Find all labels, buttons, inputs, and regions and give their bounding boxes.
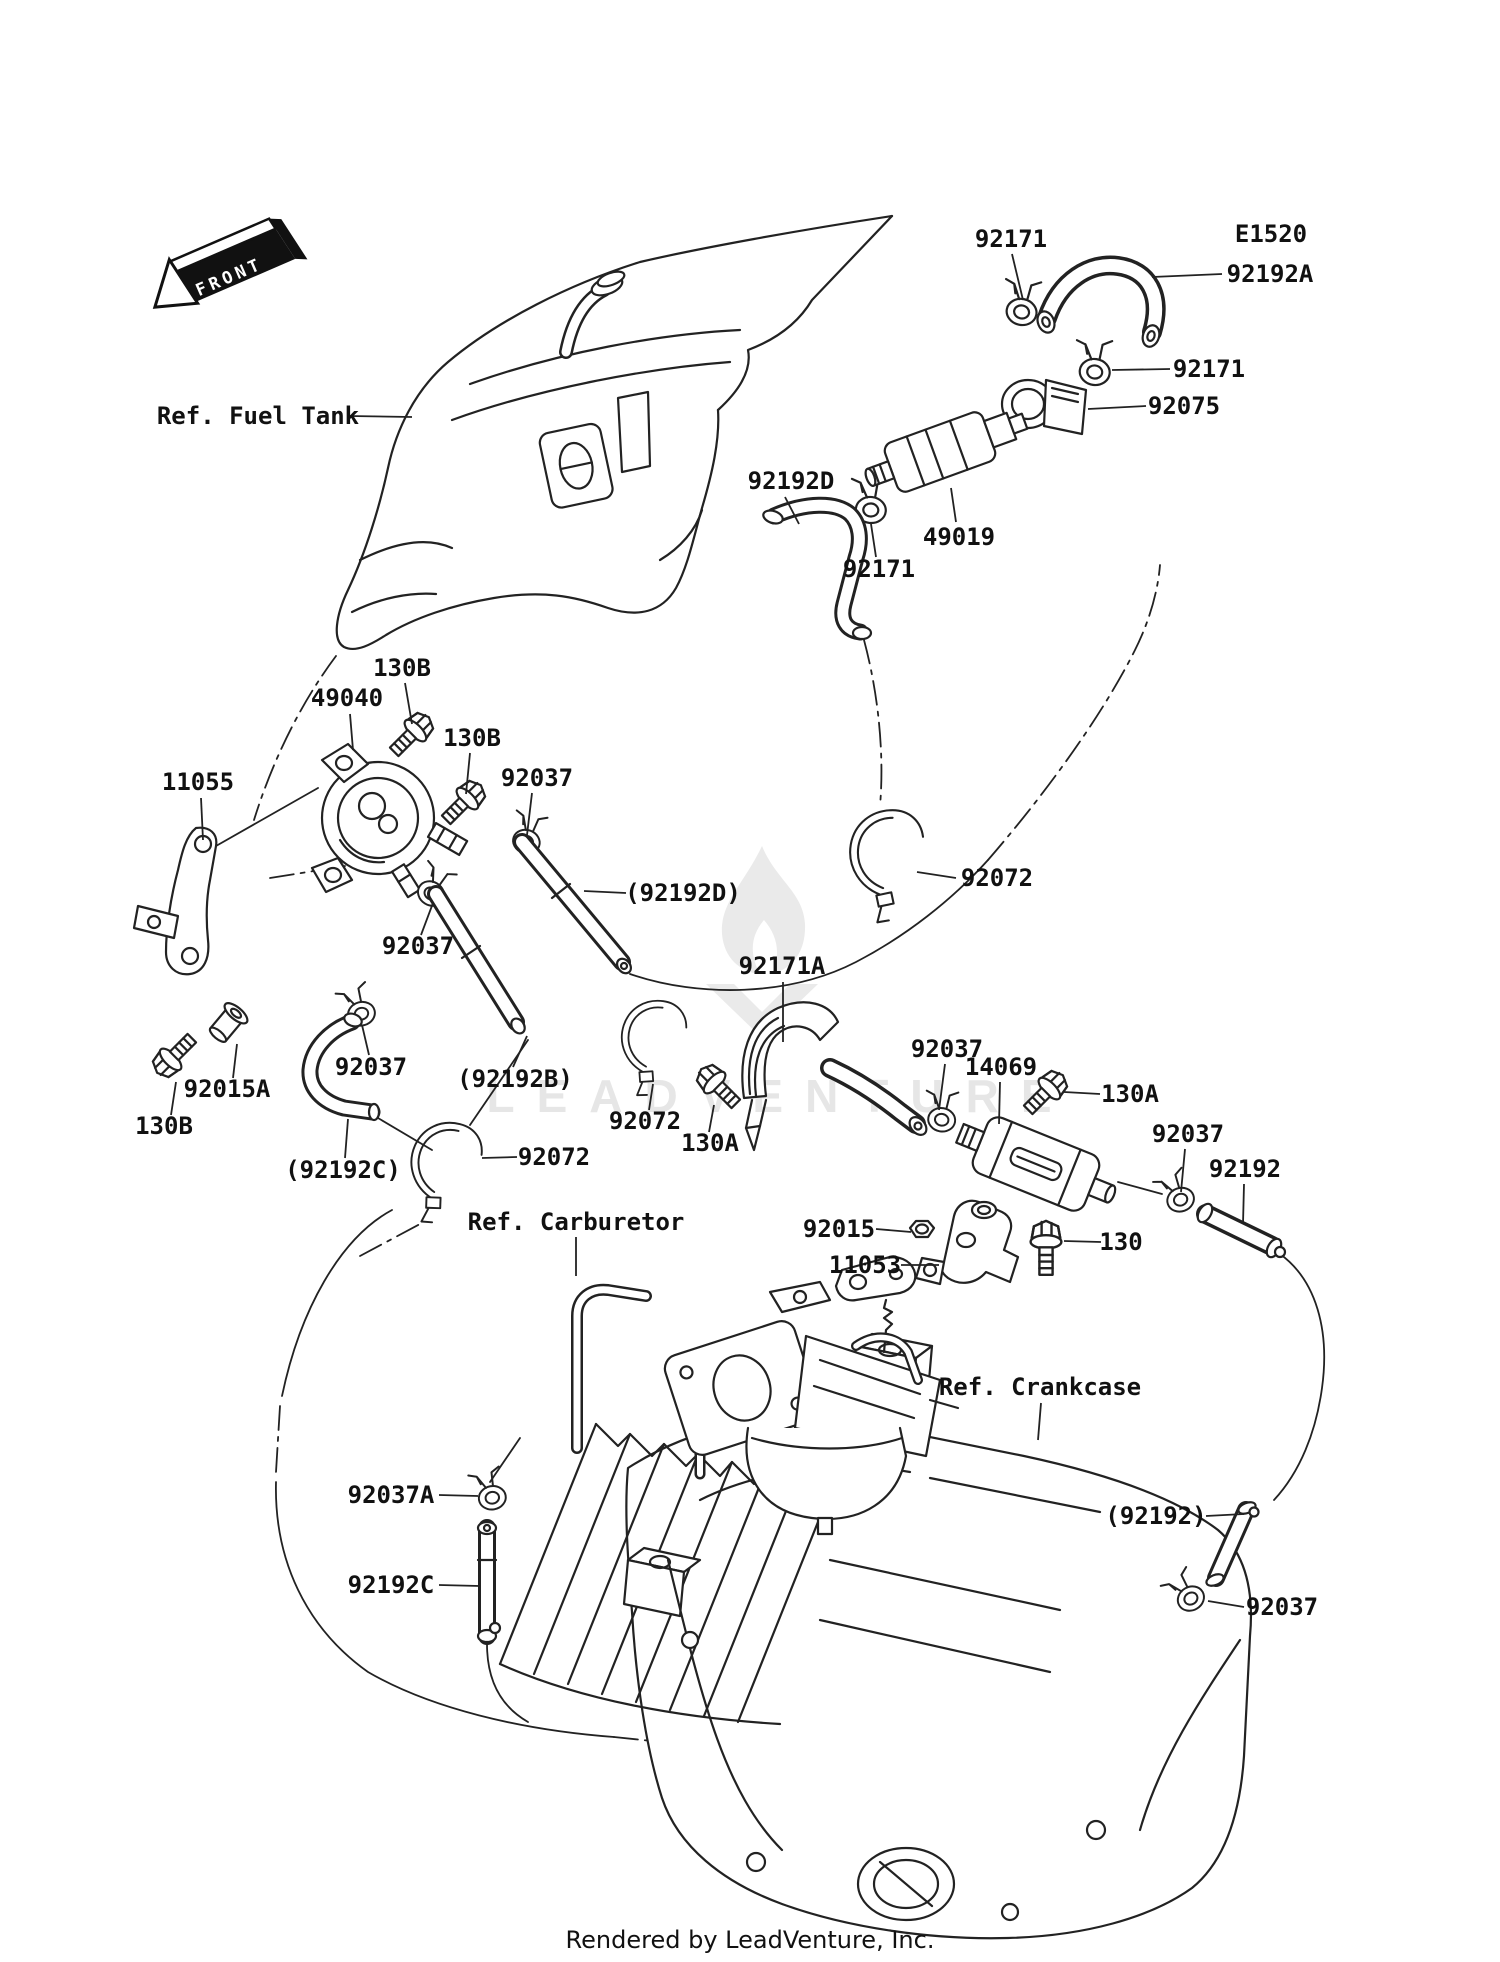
- routing-lines: [253, 564, 1326, 1747]
- part-label-92037: 92037: [1152, 1120, 1224, 1148]
- part-label-92192b: (92192B): [457, 1065, 573, 1093]
- part-label-92015: 92015: [803, 1215, 875, 1243]
- leader-line: [950, 487, 957, 523]
- leader-line: [1087, 405, 1147, 410]
- guard-strap: [741, 1001, 840, 1152]
- leader-line: [170, 1081, 177, 1116]
- leader-line: [232, 1043, 238, 1079]
- watermark-text: LEADVENTURE: [486, 1070, 1073, 1122]
- leader-line: [1151, 273, 1223, 278]
- leader-line: [361, 1024, 370, 1056]
- watermark-logo: LEADVENTURE: [486, 846, 1073, 1122]
- leader-line: [512, 1035, 528, 1068]
- part-label-92075: 92075: [1148, 392, 1220, 420]
- leader-line: [481, 1156, 518, 1159]
- part-label-92037: 92037: [501, 764, 573, 792]
- part-label-14069: 14069: [965, 1053, 1037, 1081]
- part-label-49019: 49019: [923, 523, 995, 551]
- leader-line: [708, 1104, 715, 1133]
- part-label-130: 130: [1099, 1228, 1142, 1256]
- leader-line: [349, 713, 354, 751]
- mid-filter-assembly: [690, 1058, 1287, 1286]
- leader-line: [938, 1063, 946, 1111]
- part-label-92192c: 92192C: [348, 1571, 435, 1599]
- leader-line: [1011, 253, 1024, 301]
- carburetor-drawing: [489, 1256, 960, 1536]
- crankcase-drawing: [498, 1332, 1253, 1940]
- leader-line: [875, 1228, 912, 1233]
- part-label-130a: 130A: [1101, 1080, 1159, 1108]
- part-label-refcrankcase: Ref. Crankcase: [939, 1373, 1141, 1401]
- fuel-tank-drawing: [335, 214, 894, 651]
- part-label-130b: 130B: [443, 724, 501, 752]
- part-label-92171: 92171: [843, 555, 915, 583]
- footer-text: Rendered by LeadVenture, Inc.: [565, 1926, 935, 1954]
- part-label-92192: (92192): [1105, 1502, 1206, 1530]
- front-arrow: FRONT: [152, 217, 308, 309]
- part-label-92072: 92072: [518, 1143, 590, 1171]
- part-label-130b: 130B: [135, 1112, 193, 1140]
- leader-line: [420, 902, 434, 936]
- part-label-92037a: 92037A: [348, 1481, 435, 1509]
- bottom-right-hose: [1157, 1501, 1260, 1620]
- leader-line: [916, 871, 957, 879]
- part-label-130b: 130B: [373, 654, 431, 682]
- leader-line: [1207, 1600, 1245, 1608]
- part-label-92192: 92192: [1209, 1155, 1281, 1183]
- leader-line: [1205, 1513, 1245, 1517]
- part-label-reffueltank: Ref. Fuel Tank: [157, 402, 360, 430]
- part-label-92171: 92171: [975, 225, 1047, 253]
- part-label-refcarburetor: Ref. Carburetor: [468, 1208, 685, 1236]
- leader-line: [998, 1081, 1001, 1125]
- part-label-92072: 92072: [961, 864, 1033, 892]
- part-label-92192d: (92192D): [625, 879, 741, 907]
- leader-line: [583, 890, 627, 894]
- part-label-92072: 92072: [609, 1107, 681, 1135]
- leader-line: [784, 496, 800, 525]
- leader-line: [438, 1584, 481, 1587]
- part-label-92037: 92037: [1246, 1593, 1318, 1621]
- bottom-left-hose: [466, 1465, 529, 1723]
- part-label-92037: 92037: [335, 1053, 407, 1081]
- leader-line: [348, 415, 413, 418]
- part-label-92171a: 92171A: [739, 952, 826, 980]
- fuel-filter-assembly: [762, 255, 1166, 641]
- leader-line: [870, 523, 877, 558]
- labels-layer: E1520 92171 92192A 92171 92075 Ref. Fuel Tank…: [135, 220, 1318, 1621]
- part-label-92171: 92171: [1173, 355, 1245, 383]
- part-label-e1520: E1520: [1235, 220, 1307, 248]
- leader-line: [1037, 1402, 1042, 1441]
- leader-line: [200, 797, 204, 841]
- part-label-49040: 49040: [311, 684, 383, 712]
- part-label-92037: 92037: [382, 932, 454, 960]
- part-label-92192c: (92192C): [285, 1156, 401, 1184]
- cable-ties: [395, 809, 925, 1233]
- leader-line: [648, 1083, 654, 1111]
- leader-line: [465, 752, 471, 795]
- leader-line: [526, 792, 533, 836]
- leader-line: [1242, 1183, 1245, 1225]
- part-label-11053: 11053: [829, 1251, 901, 1279]
- leader-line: [1180, 1148, 1186, 1193]
- leader-line: [1111, 368, 1171, 371]
- leader-line: [344, 1118, 349, 1159]
- leader-line: [404, 682, 413, 725]
- part-label-130a: 130A: [681, 1129, 739, 1157]
- leader-line: [438, 1494, 479, 1497]
- leader-line: [1063, 1091, 1101, 1095]
- part-label-92192a: 92192A: [1227, 260, 1314, 288]
- part-label-92015a: 92015A: [184, 1075, 271, 1103]
- leader-line: [1063, 1240, 1102, 1243]
- part-label-92192d: 92192D: [748, 467, 835, 495]
- fuel-pump-assembly: [132, 706, 632, 1122]
- part-label-11055: 11055: [162, 768, 234, 796]
- part-label-92037: 92037: [911, 1035, 983, 1063]
